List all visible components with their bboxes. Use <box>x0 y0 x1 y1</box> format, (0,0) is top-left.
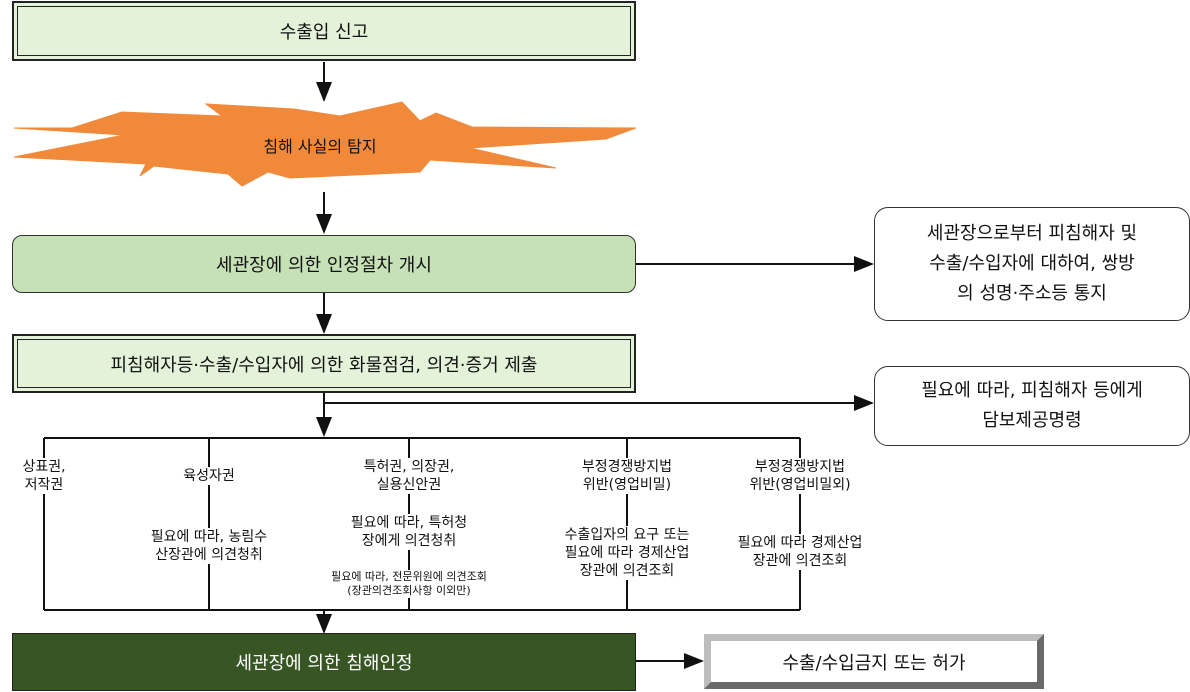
security-note: 필요에 따라, 피침해자 등에게 담보제공명령 <box>874 366 1190 446</box>
security-line-2: 담보제공명령 <box>982 410 1082 431</box>
branch-5-detail: 필요에 따라 경제산업 장관에 의견조회 <box>716 534 884 570</box>
inspection-label: 피침해자등·수출/수입자에 의한 화물점검, 의견·증거 제출 <box>110 354 538 376</box>
notice-line-2: 수출/수입자에 대하여, 쌍방 <box>929 253 1135 274</box>
procedure-start-box: 세관장에 의한 인정절차 개시 <box>12 235 636 293</box>
branch-1-title: 상표권, 저작권 <box>8 458 80 494</box>
notice-line-3: 의 성명·주소등 통지 <box>957 283 1107 304</box>
declaration-label: 수출입 신고 <box>279 22 369 43</box>
notice-note: 세관장으로부터 피침해자 및 수출/수입자에 대하여, 쌍방 의 성명·주소등 … <box>874 207 1190 321</box>
branch-4-title: 부정경쟁방지법 위반(영업비밀) <box>556 458 698 494</box>
inspection-box: 피침해자등·수출/수입자에 의한 화물점검, 의견·증거 제출 <box>12 334 636 393</box>
branch-2-detail: 필요에 따라, 농림수 산장관에 의견청취 <box>130 528 288 564</box>
branch-3-title: 특허권, 의장권, 실용신안권 <box>340 458 478 494</box>
branch-2-title: 육성자권 <box>150 467 268 485</box>
branch-3-extra: 필요에 따라, 전문위원에 의견조회 (장관의견조회사항 이외만) <box>304 570 514 598</box>
detection-label: 침해 사실의 탐지 <box>263 137 377 156</box>
result-label: 수출/수입금지 또는 허가 <box>782 652 966 674</box>
recognition-label: 세관장에 의한 침해인정 <box>235 653 413 674</box>
branch-5-title: 부정경쟁방지법 위반(영업비밀외) <box>730 458 870 494</box>
result-box: 수출/수입금지 또는 허가 <box>704 634 1044 689</box>
detection-burst-shape <box>13 101 637 187</box>
procedure-start-label: 세관장에 의한 인정절차 개시 <box>216 255 432 276</box>
security-line-1: 필요에 따라, 피침해자 등에게 <box>921 380 1143 401</box>
branch-3-detail: 필요에 따라, 특허청 장에게 의견청취 <box>330 514 488 550</box>
notice-line-1: 세관장으로부터 피침해자 및 <box>926 223 1138 244</box>
declaration-box: 수출입 신고 <box>12 1 636 61</box>
branch-4-detail: 수출입자의 요구 또는 필요에 따라 경제산업 장관에 의견조회 <box>541 526 713 580</box>
recognition-box: 세관장에 의한 침해인정 <box>12 633 636 691</box>
